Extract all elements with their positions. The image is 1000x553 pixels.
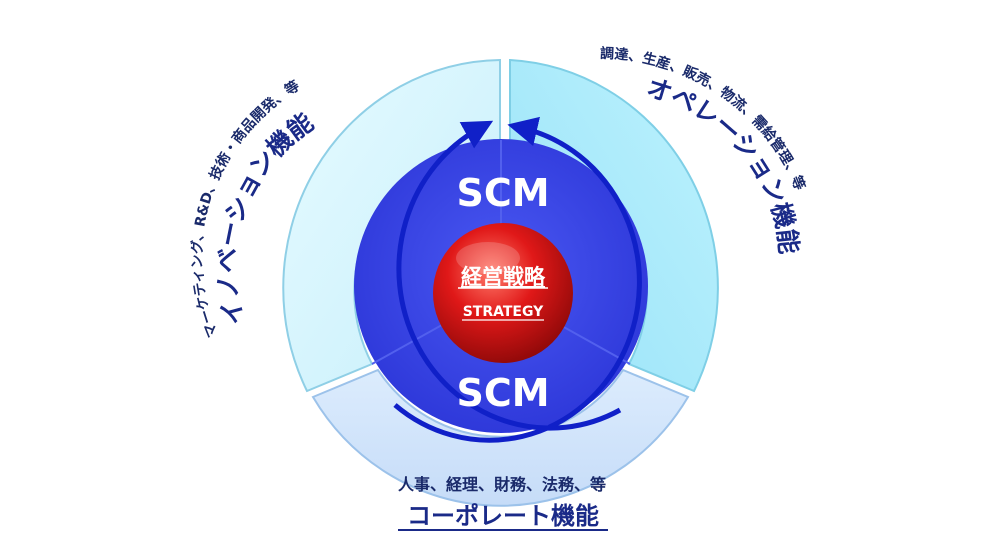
strategy-ball: [433, 223, 573, 363]
corporate-title: コーポレート機能: [407, 502, 599, 530]
corporate-detail: 人事、経理、財務、法務、等: [398, 475, 606, 494]
right-cycle-arrow: [393, 116, 642, 443]
strategy-subtitle: STRATEGY: [463, 304, 544, 320]
strategy-title: 経営戦略: [461, 265, 546, 289]
scm-top-label: SCM: [456, 171, 549, 215]
ball-highlight: [456, 242, 520, 274]
scm-bottom-label: SCM: [456, 371, 549, 415]
